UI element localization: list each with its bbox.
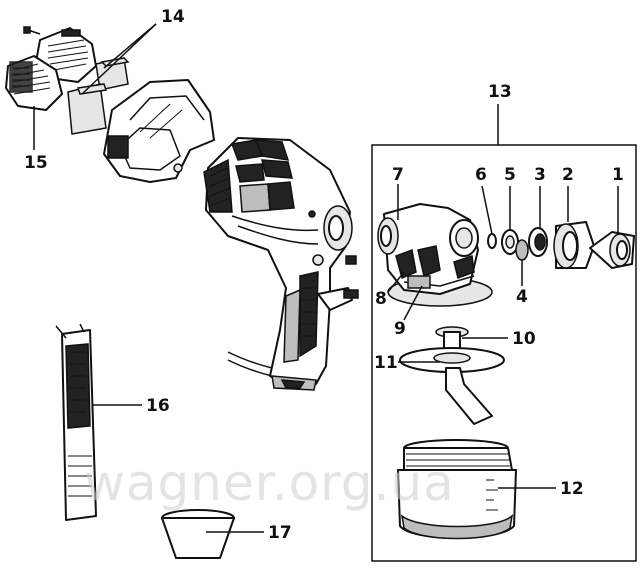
callout-9: 9: [394, 319, 406, 339]
callout-4: 4: [516, 287, 528, 307]
callout-6: 6: [475, 165, 487, 185]
filter-cover-group: [5, 26, 130, 135]
callout-5: 5: [504, 165, 516, 185]
viscosity-cup: [161, 509, 235, 559]
viscosity-stick: [55, 323, 97, 521]
rear-housing: [103, 79, 215, 183]
callout-8: 8: [375, 289, 387, 309]
callout-labels: 14 15 13 7 6 5 3 2 1 4 8 9 10 11 12 16 1…: [24, 7, 624, 543]
callout-16: 16: [146, 396, 170, 416]
suction-tube-gasket: [399, 326, 505, 425]
callout-12: 12: [560, 479, 584, 499]
front-housing-assembly: [377, 203, 493, 307]
paint-container: [397, 439, 517, 540]
leader-lines: [33, 23, 619, 533]
front-assembly-box: [371, 104, 637, 562]
spray-gun-body: [203, 137, 359, 391]
callout-11: 11: [374, 353, 398, 373]
nozzle-parts: [487, 221, 635, 269]
callout-1: 1: [612, 165, 624, 185]
callout-17: 17: [268, 523, 292, 543]
callout-3: 3: [534, 165, 546, 185]
callout-14: 14: [161, 7, 185, 27]
callout-2: 2: [562, 165, 574, 185]
callout-15: 15: [24, 153, 48, 173]
watermark: wagner.org.ua: [84, 454, 455, 512]
callout-7: 7: [392, 165, 404, 185]
callout-13: 13: [488, 82, 512, 102]
callout-10: 10: [512, 329, 536, 349]
